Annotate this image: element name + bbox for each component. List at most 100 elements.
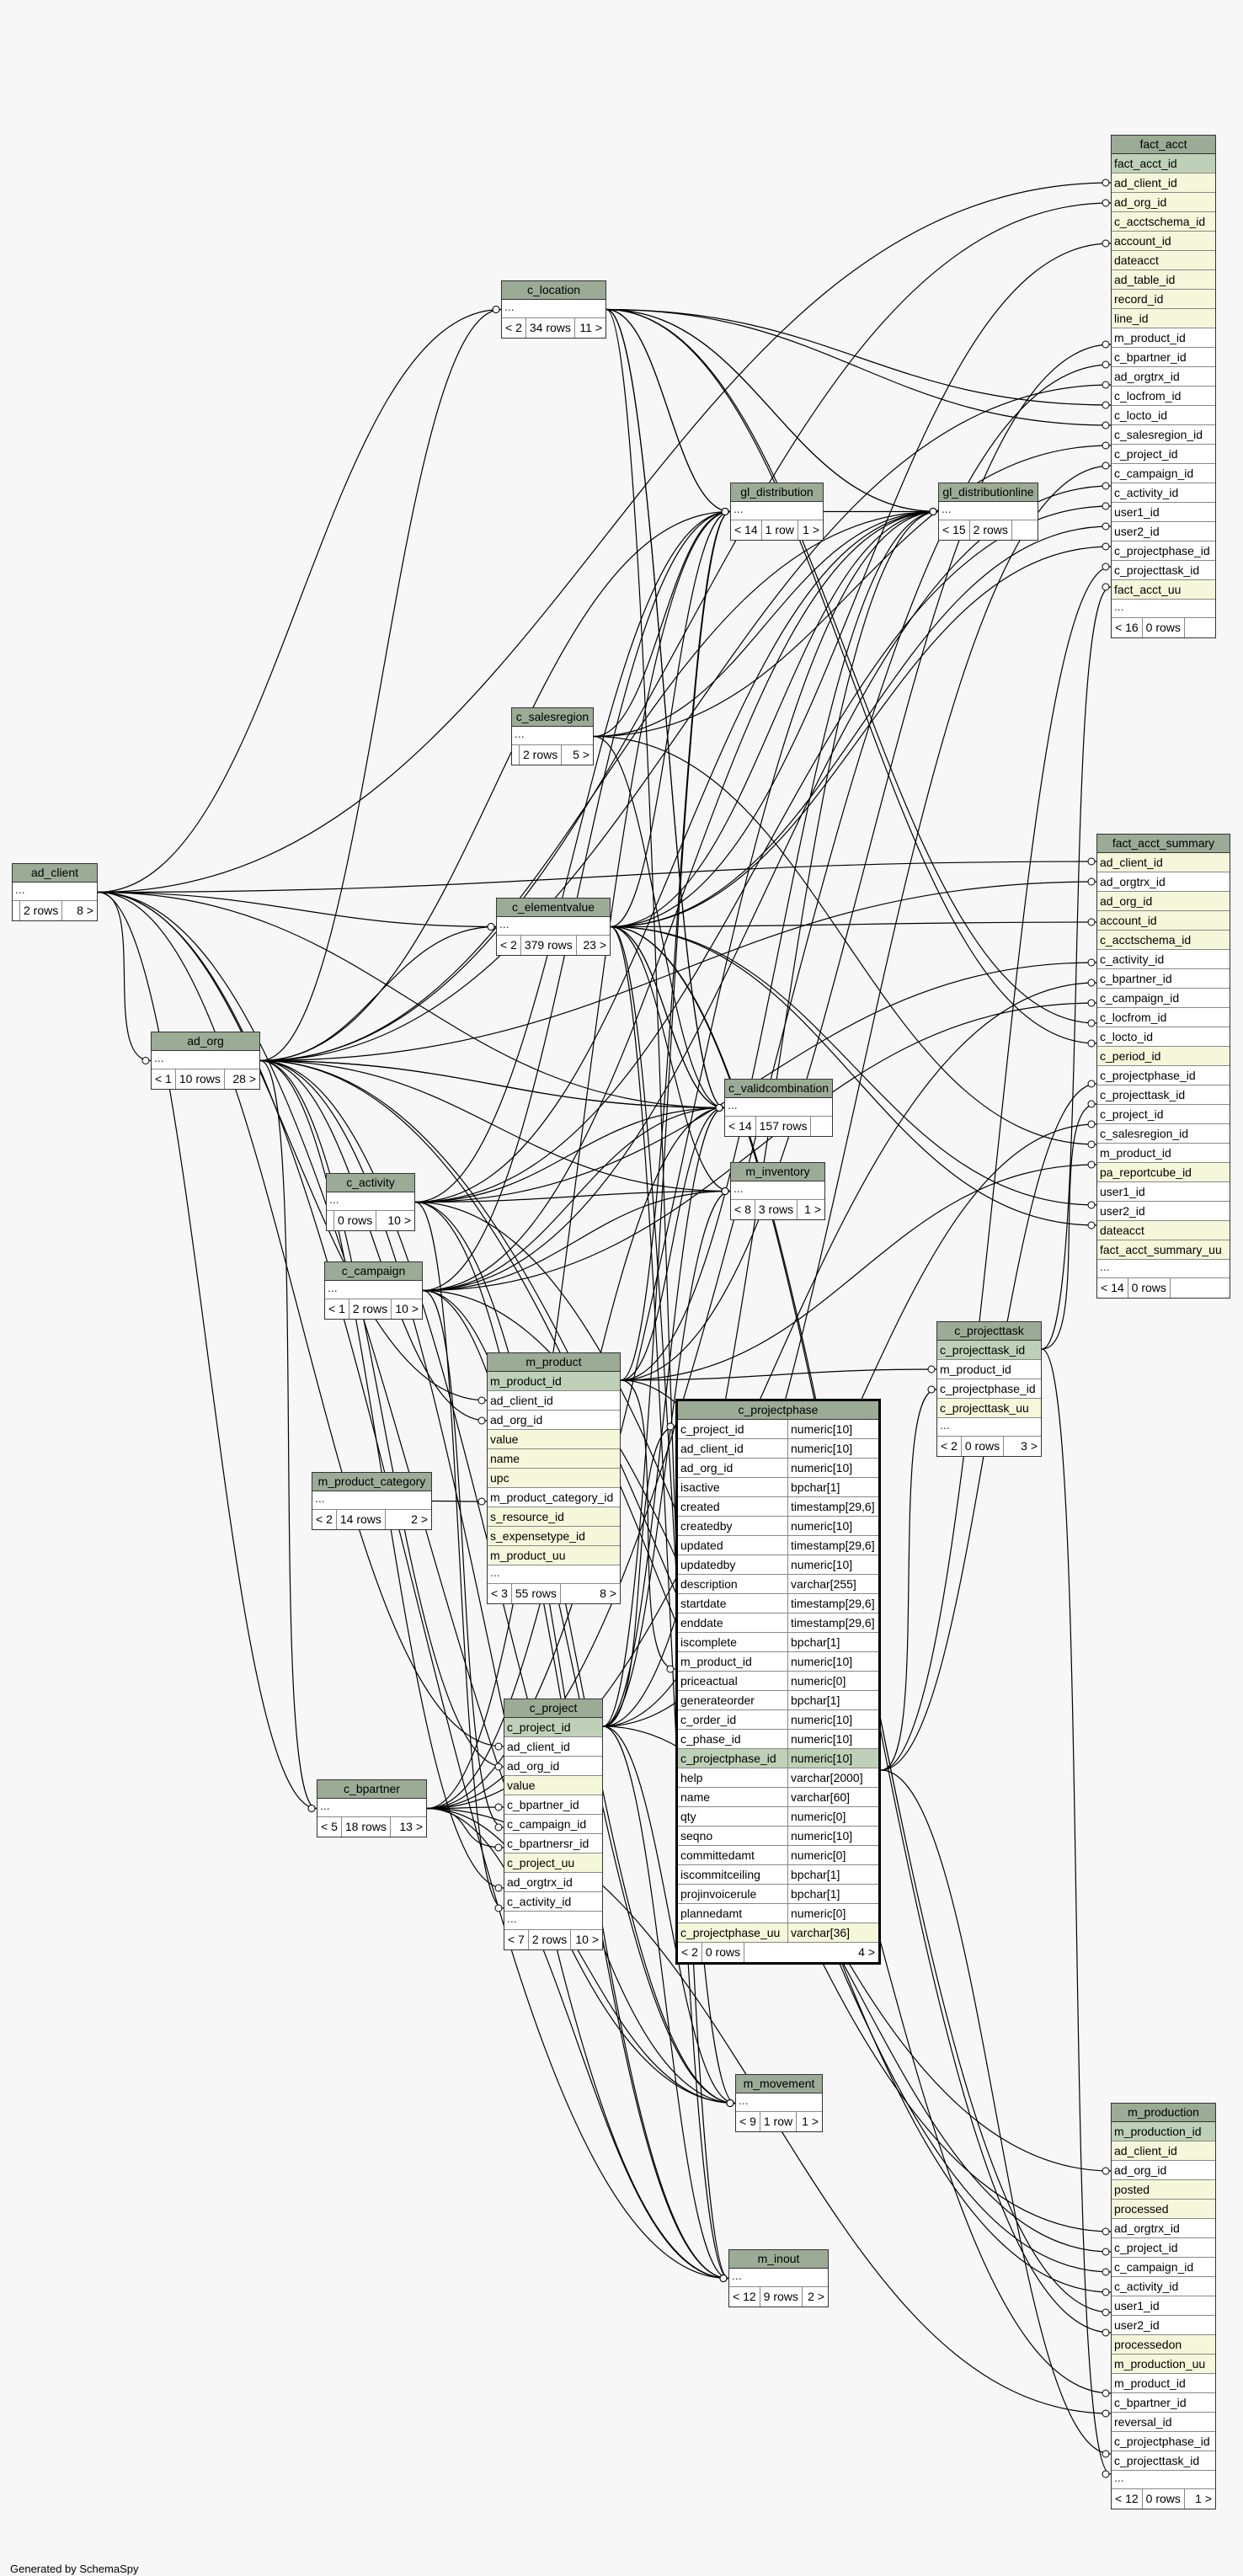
- column-row[interactable]: ad_client_id: [504, 1737, 602, 1757]
- column-row[interactable]: c_projecttask_id: [1112, 561, 1215, 580]
- column-row[interactable]: m_product_id: [488, 1372, 620, 1391]
- column-row[interactable]: name: [488, 1449, 620, 1469]
- table-header[interactable]: c_campaign: [325, 1262, 422, 1281]
- column-row[interactable]: ad_org_id: [1112, 2161, 1215, 2180]
- footer-parents[interactable]: < 9: [736, 2112, 760, 2131]
- footer-parents[interactable]: < 2: [678, 1943, 702, 1962]
- column-row[interactable]: c_bpartner_id: [1097, 969, 1230, 989]
- column-row[interactable]: dateacct: [1112, 251, 1215, 270]
- column-row[interactable]: c_projectphase_id: [1097, 1066, 1230, 1085]
- column-row[interactable]: c_period_id: [1097, 1047, 1230, 1066]
- table-header[interactable]: gl_distribution: [731, 483, 823, 502]
- footer-parents[interactable]: < 5: [317, 1817, 342, 1837]
- column-row[interactable]: c_projecttask_id: [1112, 2451, 1215, 2471]
- column-row[interactable]: account_id: [1112, 232, 1215, 251]
- footer-children[interactable]: [811, 1117, 832, 1136]
- column-row[interactable]: c_projectphase_id: [937, 1379, 1041, 1399]
- column-row[interactable]: m_product_uu: [488, 1546, 620, 1565]
- footer-children[interactable]: 2 >: [411, 1512, 428, 1526]
- column-row[interactable]: user2_id: [1112, 522, 1215, 541]
- column-row[interactable]: record_id: [1112, 290, 1215, 309]
- column-row[interactable]: m_product_id: [1112, 328, 1215, 348]
- column-row[interactable]: c_projecttask_id: [1097, 1085, 1230, 1105]
- footer-children[interactable]: 10 >: [395, 1302, 419, 1315]
- footer-children[interactable]: [1171, 1278, 1230, 1298]
- footer-children[interactable]: 10 >: [387, 1213, 411, 1227]
- column-row[interactable]: c_project_id: [504, 1718, 602, 1737]
- column-row[interactable]: m_product_category_id: [488, 1488, 620, 1507]
- column-row[interactable]: user1_id: [1112, 2296, 1215, 2316]
- footer-children[interactable]: 4 >: [858, 1945, 875, 1959]
- column-row[interactable]: c_activity_id: [504, 1892, 602, 1912]
- column-row[interactable]: c_project_id: [1097, 1105, 1230, 1124]
- column-row[interactable]: ad_org_id: [1112, 193, 1215, 212]
- column-row[interactable]: user1_id: [1112, 503, 1215, 522]
- column-row[interactable]: m_production_uu: [1112, 2355, 1215, 2374]
- footer-parents[interactable]: [512, 745, 520, 765]
- column-row[interactable]: value: [504, 1776, 602, 1795]
- column-row[interactable]: c_project_id: [1112, 445, 1215, 464]
- column-row[interactable]: ad_org_id: [504, 1757, 602, 1776]
- table-header[interactable]: m_production: [1112, 2104, 1215, 2122]
- column-row[interactable]: m_product_id: [1097, 1144, 1230, 1163]
- footer-parents[interactable]: [13, 901, 20, 920]
- table-header[interactable]: fact_acct_summary: [1097, 835, 1230, 853]
- footer-children[interactable]: 1 >: [803, 523, 819, 536]
- footer-children[interactable]: 8 >: [77, 904, 93, 917]
- column-row[interactable]: c_projectphase_id: [1112, 541, 1215, 561]
- column-row[interactable]: ad_client_id: [1112, 173, 1215, 193]
- footer-parents[interactable]: < 14: [1097, 1278, 1128, 1298]
- footer-children[interactable]: 5 >: [573, 748, 589, 761]
- column-row[interactable]: processedon: [1112, 2335, 1215, 2355]
- footer-parents[interactable]: < 15: [939, 520, 970, 540]
- column-row[interactable]: ad_orgtrx_id: [1112, 2219, 1215, 2238]
- column-row[interactable]: user2_id: [1097, 1202, 1230, 1221]
- table-header[interactable]: m_inventory: [731, 1163, 824, 1181]
- column-row[interactable]: user2_id: [1112, 2316, 1215, 2335]
- table-header[interactable]: c_project: [504, 1699, 602, 1718]
- column-row[interactable]: c_activity_id: [1112, 2277, 1215, 2296]
- column-row[interactable]: upc: [488, 1469, 620, 1488]
- footer-parents[interactable]: < 8: [731, 1200, 755, 1219]
- footer-parents[interactable]: < 14: [731, 520, 762, 540]
- table-header[interactable]: ad_org: [152, 1032, 259, 1051]
- footer-children[interactable]: 1 >: [1195, 2492, 1212, 2505]
- footer-parents[interactable]: < 12: [1112, 2489, 1143, 2509]
- column-row[interactable]: pa_reportcube_id: [1097, 1163, 1230, 1182]
- column-row[interactable]: ad_org_id: [1097, 892, 1230, 911]
- footer-parents[interactable]: < 1: [152, 1069, 176, 1089]
- column-row[interactable]: c_locfrom_id: [1112, 387, 1215, 406]
- column-row[interactable]: c_locfrom_id: [1097, 1008, 1230, 1027]
- column-row[interactable]: ad_orgtrx_id: [1097, 872, 1230, 892]
- column-row[interactable]: fact_acct_summary_uu: [1097, 1240, 1230, 1260]
- column-row[interactable]: c_bpartnersr_id: [504, 1834, 602, 1853]
- column-row[interactable]: ad_client_id: [488, 1391, 620, 1411]
- column-row[interactable]: fact_acct_id: [1112, 154, 1215, 173]
- column-row[interactable]: c_bpartner_id: [1112, 348, 1215, 367]
- footer-parents[interactable]: < 14: [725, 1117, 756, 1136]
